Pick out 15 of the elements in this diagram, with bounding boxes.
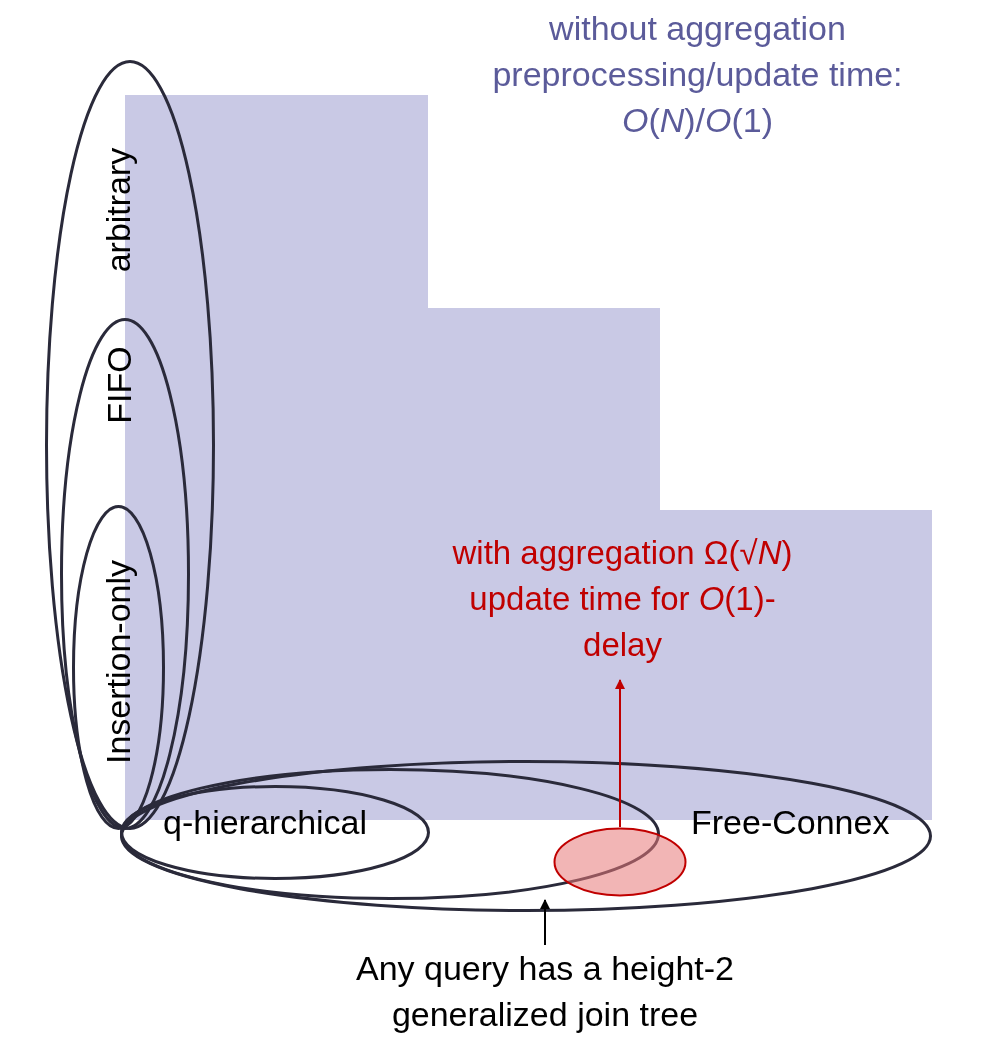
note-text: Any query has a height-2 generalized join tree (355, 948, 735, 1035)
heading-text: without aggregation preprocessing/update time: O(N)/O(1) (491, 8, 904, 141)
set-label: FIFO (98, 346, 139, 424)
highlight-ellipse (553, 827, 687, 897)
annotation-text: with aggregation Ω(√N) update time for O(1)-delay (451, 533, 794, 665)
set-label: Insertion-only (98, 559, 139, 765)
arrow (540, 899, 550, 946)
set-ellipse (72, 505, 165, 830)
set-label: Free-Connex (691, 802, 890, 842)
set-ellipse (120, 768, 660, 900)
set-ellipse (120, 785, 430, 880)
arrow (615, 679, 625, 828)
set-label: q-hierarchical (163, 802, 368, 842)
set-ellipse (120, 760, 932, 912)
set-label: arbitrary (97, 147, 138, 273)
